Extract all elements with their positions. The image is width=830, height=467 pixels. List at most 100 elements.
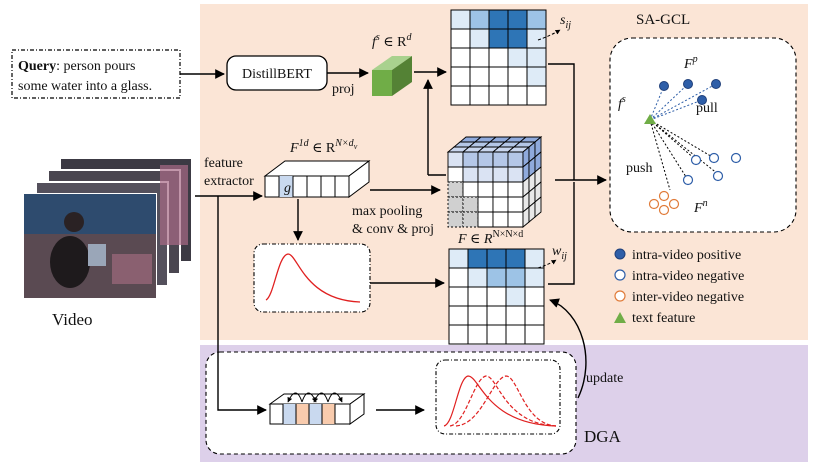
cube-face xyxy=(507,211,524,228)
matrix-cell xyxy=(448,286,469,307)
legend-intra-positive: intra-video positive xyxy=(632,248,741,263)
matrix-cell xyxy=(469,9,490,30)
cube-face xyxy=(492,151,509,168)
matrix-cell xyxy=(450,47,471,68)
cube-face xyxy=(477,196,494,213)
query-label: Query xyxy=(18,59,56,74)
query-box: Query: person pours some water into a gl… xyxy=(11,49,181,99)
matrix-cell xyxy=(488,28,509,49)
matrix-cell xyxy=(467,305,488,326)
maxpool-line2: & conv & proj xyxy=(352,222,434,237)
cube-face xyxy=(477,211,494,228)
matrix-cell xyxy=(486,286,507,307)
cube-face xyxy=(507,181,524,198)
cube-face xyxy=(477,166,494,183)
legend: intra-video positive intra-video negativ… xyxy=(614,248,744,326)
matrix-cell xyxy=(450,9,471,30)
matrix-cell xyxy=(486,324,507,345)
adjusted-gaussian-box xyxy=(435,359,561,435)
matrix-cell xyxy=(507,28,528,49)
sij-label: sij xyxy=(560,13,571,31)
matrix-cell xyxy=(450,85,471,106)
matrix-cell xyxy=(467,248,488,269)
legend-marker-text-feature xyxy=(614,312,626,323)
matrix-cell xyxy=(505,248,526,269)
matrix-cell xyxy=(450,66,471,87)
cube-face xyxy=(462,181,479,198)
cube-face xyxy=(534,196,542,218)
cube-face xyxy=(492,166,509,183)
weight-matrix-wij xyxy=(448,248,545,345)
feature-extractor-line1: feature xyxy=(204,156,243,171)
dga-label: DGA xyxy=(584,427,622,446)
pull-label: pull xyxy=(696,101,718,116)
cube-face xyxy=(447,211,464,228)
cube-face xyxy=(462,211,479,228)
cube-face xyxy=(447,181,464,198)
legend-text-feature: text feature xyxy=(632,311,695,326)
legend-marker-inter-negative xyxy=(614,290,626,302)
matrix-cell xyxy=(448,248,469,269)
matrix-cell xyxy=(524,324,545,345)
sagcl-fs-label: fs xyxy=(618,94,626,112)
update-label: update xyxy=(586,371,623,386)
legend-marker-intra-positive xyxy=(614,248,626,260)
g-label: g xyxy=(284,181,291,196)
matrix-cell xyxy=(448,324,469,345)
maxpool-line1: max pooling xyxy=(352,204,422,219)
gaussian-prior-box xyxy=(253,243,371,313)
matrix-cell xyxy=(526,66,547,87)
cube-face xyxy=(462,196,479,213)
matrix-cell xyxy=(526,47,547,68)
matrix-cell xyxy=(505,267,526,288)
legend-intra-negative: intra-video negative xyxy=(632,269,744,284)
matrix-cell xyxy=(469,66,490,87)
matrix-cell xyxy=(488,85,509,106)
matrix-cell xyxy=(488,47,509,68)
matrix-cell xyxy=(450,28,471,49)
matrix-cell xyxy=(524,248,545,269)
matrix-cell xyxy=(507,66,528,87)
matrix-cell xyxy=(507,47,528,68)
matrix-cell xyxy=(526,85,547,106)
legend-inter-negative: inter-video negative xyxy=(632,290,744,305)
similarity-matrix-sij xyxy=(450,9,547,106)
query-text-line1: : person pours xyxy=(56,59,135,74)
sagcl-fp-label: Fp xyxy=(683,54,698,72)
matrix-cell xyxy=(467,286,488,307)
matrix-cell xyxy=(524,267,545,288)
f1d-label: F1d ∈ RN×dv xyxy=(289,138,358,156)
cube-face xyxy=(492,181,509,198)
contrastive-embedding-space xyxy=(644,79,742,216)
cube-face xyxy=(447,196,464,213)
matrix-cell xyxy=(524,305,545,326)
cube-face xyxy=(477,151,494,168)
matrix-cell xyxy=(488,66,509,87)
push-label: push xyxy=(626,161,652,176)
cube-face xyxy=(477,181,494,198)
matrix-cell xyxy=(467,267,488,288)
clip-feature-sequence: g xyxy=(263,160,371,198)
sagcl-title: SA-GCL xyxy=(636,12,690,28)
cube-face xyxy=(507,166,524,183)
matrix-cell xyxy=(505,324,526,345)
matrix-cell xyxy=(469,28,490,49)
legend-marker-intra-negative xyxy=(614,269,626,281)
text-feature-vector xyxy=(372,56,412,96)
matrix-cell xyxy=(448,267,469,288)
video-frames xyxy=(23,157,193,299)
matrix-cell xyxy=(507,85,528,106)
fs-label: fs ∈ Rd xyxy=(372,32,413,50)
video-label: Video xyxy=(52,310,93,329)
feature-map-cube xyxy=(446,136,543,228)
cube-face xyxy=(447,151,464,168)
matrix-cell xyxy=(469,85,490,106)
matrix-cell xyxy=(505,286,526,307)
svg-text:Query: person pours: Query: person pours xyxy=(18,59,135,74)
proj-label: proj xyxy=(332,82,355,97)
adjusted-gaussian-curves xyxy=(443,375,557,427)
query-text-line2: some water into a glass. xyxy=(18,79,152,94)
cube-face xyxy=(447,166,464,183)
cube-face xyxy=(507,196,524,213)
